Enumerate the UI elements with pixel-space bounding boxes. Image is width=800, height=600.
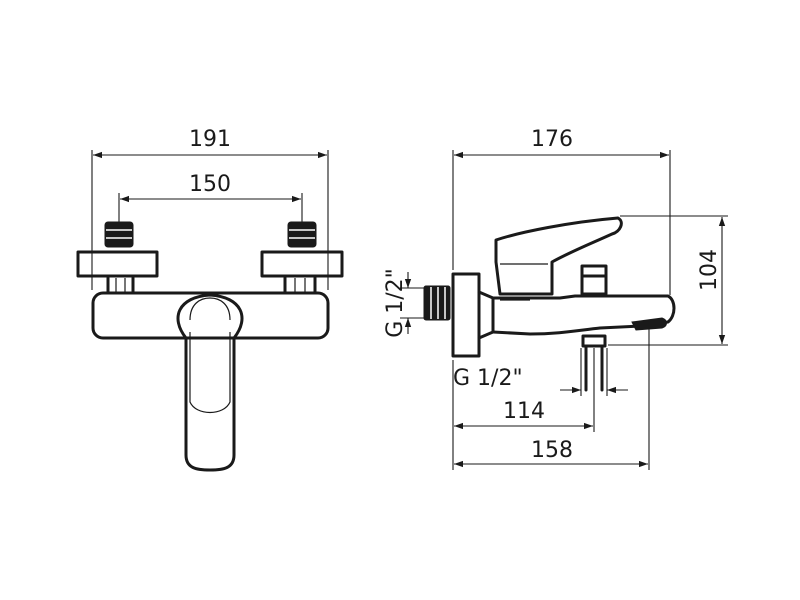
- dimension-label-176: 176: [531, 127, 573, 152]
- thread-label-inlet: G 1/2": [383, 268, 408, 338]
- dimension-inlet-spacing: 150: [118, 172, 303, 222]
- outlet-pipe: [581, 334, 607, 392]
- dimension-inlet-thread: G 1/2": [383, 268, 430, 338]
- dimension-label-158: 158: [531, 438, 573, 463]
- mixer-body-front: [91, 291, 330, 340]
- aerator-tip: [631, 317, 667, 331]
- dimension-spout-reach: 158: [454, 326, 650, 470]
- lever-handle-side: [494, 216, 623, 296]
- dimension-label-114: 114: [503, 399, 545, 424]
- side-view: 176 104 G 1/2" G 1/2": [383, 127, 728, 470]
- dimension-height: 104: [608, 215, 728, 346]
- diverter-knob: [580, 264, 608, 296]
- right-eccentric-connector: [260, 221, 344, 295]
- dimension-overall-width: 191: [91, 127, 329, 290]
- dimension-outlet-thread: [560, 348, 628, 396]
- lever-handle-front: [176, 293, 244, 472]
- dimension-outlet-distance: 114: [452, 348, 595, 470]
- dimension-label-104: 104: [697, 249, 722, 291]
- left-eccentric-connector: [76, 221, 159, 295]
- dimension-overall-length: 176: [452, 127, 671, 295]
- dimension-label-150: 150: [189, 172, 231, 197]
- wall-flange: [451, 272, 481, 358]
- inlet-connector-side: [423, 285, 451, 321]
- dimension-label-191: 191: [189, 127, 231, 152]
- front-view: 191 150: [76, 127, 344, 472]
- thread-label-outlet: G 1/2": [453, 366, 523, 391]
